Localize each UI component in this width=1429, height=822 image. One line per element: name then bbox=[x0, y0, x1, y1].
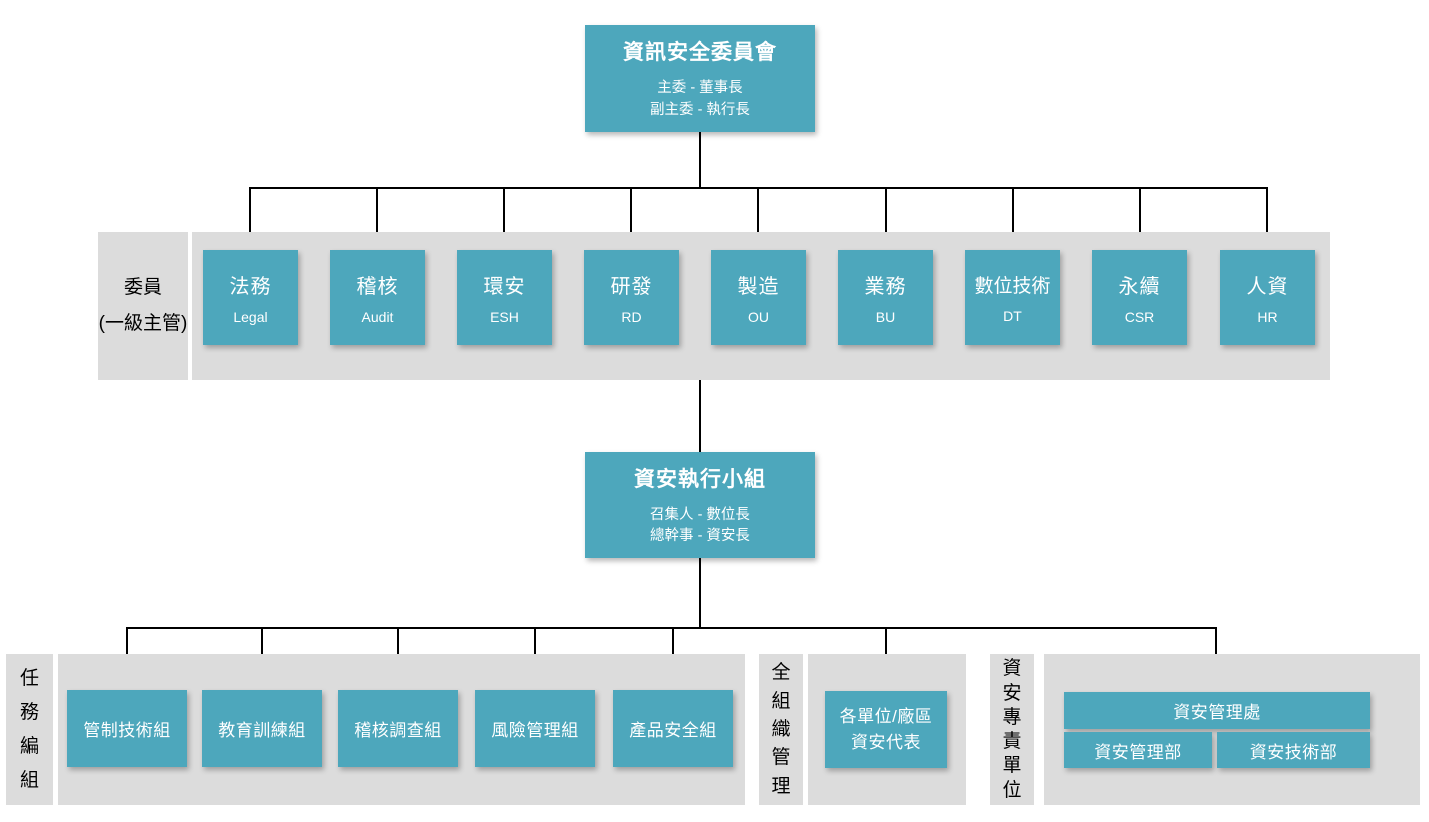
task-group-title: 風險管理組 bbox=[491, 721, 579, 740]
member-title: 永續 bbox=[1118, 276, 1161, 298]
connector-drop bbox=[1012, 188, 1014, 250]
committee-label-line1: 委員 bbox=[123, 276, 162, 298]
task-group-title: 教育訓練組 bbox=[218, 721, 306, 740]
org-box-audit: 稽核 Audit bbox=[330, 250, 425, 345]
org-box-unit-site-reps: 各單位/廠區 資安代表 bbox=[825, 691, 947, 768]
connector-drop bbox=[1266, 188, 1268, 250]
connector-root-drop bbox=[699, 132, 701, 188]
org-box-dt: 數位技術 DT bbox=[965, 250, 1060, 345]
member-title: 環安 bbox=[483, 276, 526, 298]
connector-drop bbox=[885, 188, 887, 250]
org-box-rd: 研發 RD bbox=[584, 250, 679, 345]
root-vice-chair: 副主委 - 執行長 bbox=[650, 101, 750, 118]
org-box-risk-management-group: 風險管理組 bbox=[475, 690, 595, 767]
task-band-label: 任務編組 bbox=[6, 654, 53, 805]
exec-secretary: 總幹事 - 資安長 bbox=[650, 528, 750, 544]
exec-title: 資安執行小組 bbox=[634, 467, 766, 491]
member-subtitle: RD bbox=[621, 309, 642, 325]
org-box-audit-investigation-group: 稽核調查組 bbox=[338, 690, 458, 767]
member-title: 業務 bbox=[864, 276, 907, 298]
exec-convener: 召集人 - 數位長 bbox=[650, 506, 750, 523]
org-box-exec-team: 資安執行小組 召集人 - 數位長 總幹事 - 資安長 bbox=[585, 452, 815, 558]
org-box-bu: 業務 BU bbox=[838, 250, 933, 345]
dept-title: 資安管理部 bbox=[1094, 742, 1182, 762]
division-title: 資安管理處 bbox=[1173, 703, 1261, 722]
member-title: 人資 bbox=[1246, 276, 1289, 298]
org-box-committee-root: 資訊安全委員會 主委 - 董事長 副主委 - 執行長 bbox=[585, 25, 815, 132]
rep-line2: 資安代表 bbox=[851, 732, 921, 752]
org-box-security-technology-dept: 資安技術部 bbox=[1217, 732, 1370, 768]
rep-line1: 各單位/廠區 bbox=[839, 707, 933, 726]
connector-drop bbox=[503, 188, 505, 250]
root-title: 資訊安全委員會 bbox=[623, 41, 777, 65]
member-title: 法務 bbox=[229, 276, 272, 298]
member-subtitle: BU bbox=[875, 309, 896, 325]
org-box-esh: 環安 ESH bbox=[457, 250, 552, 345]
dedicated-band-label: 資安專責單位 bbox=[990, 654, 1034, 805]
member-subtitle: ESH bbox=[490, 309, 519, 325]
org-box-security-management-division: 資安管理處 bbox=[1064, 692, 1370, 729]
connector-exec-drop bbox=[699, 558, 701, 628]
member-title: 數位技術 bbox=[974, 276, 1051, 297]
dept-title: 資安技術部 bbox=[1249, 742, 1338, 762]
member-subtitle: Legal bbox=[233, 309, 268, 325]
connector-drop bbox=[249, 188, 251, 250]
connector-drop bbox=[1139, 188, 1141, 250]
connector-drop bbox=[630, 188, 632, 250]
org-box-product-security-group: 產品安全組 bbox=[613, 690, 733, 767]
connector-drop bbox=[376, 188, 378, 250]
org-box-legal: 法務 Legal bbox=[203, 250, 298, 345]
connector-bottom-hline bbox=[126, 627, 1217, 629]
root-chair: 主委 - 董事長 bbox=[657, 80, 743, 97]
member-title: 稽核 bbox=[356, 276, 399, 298]
member-subtitle: HR bbox=[1257, 309, 1278, 325]
org-box-hr: 人資 HR bbox=[1220, 250, 1315, 345]
connector-drop bbox=[757, 188, 759, 250]
org-wide-band-label: 全組織管理 bbox=[759, 654, 803, 805]
committee-band-label: 委員 (一級主管) bbox=[98, 232, 188, 380]
org-box-csr: 永續 CSR bbox=[1092, 250, 1187, 345]
task-group-title: 稽核調查組 bbox=[354, 721, 442, 740]
member-subtitle: CSR bbox=[1124, 309, 1155, 325]
org-box-security-management-dept: 資安管理部 bbox=[1064, 732, 1212, 768]
member-title: 研發 bbox=[610, 276, 653, 298]
task-group-title: 產品安全組 bbox=[629, 721, 717, 740]
member-subtitle: Audit bbox=[361, 309, 394, 325]
org-box-ou: 製造 OU bbox=[711, 250, 806, 345]
member-subtitle: DT bbox=[1003, 308, 1022, 324]
org-box-education-training-group: 教育訓練組 bbox=[202, 690, 322, 767]
committee-label-line2: (一級主管) bbox=[98, 313, 188, 334]
member-subtitle: OU bbox=[748, 309, 769, 325]
org-box-control-tech-group: 管制技術組 bbox=[67, 690, 187, 767]
dedicated-band bbox=[1044, 654, 1420, 805]
connector-band-to-exec bbox=[699, 380, 701, 452]
task-group-title: 管制技術組 bbox=[83, 721, 171, 740]
member-title: 製造 bbox=[737, 276, 780, 298]
